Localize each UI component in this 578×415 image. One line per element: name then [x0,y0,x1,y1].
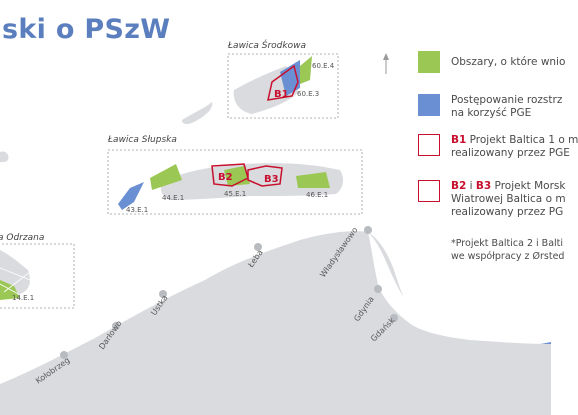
legend-baltica1-line2: realizowany przez PGE [451,147,570,159]
label-46e1: 46.E.1 [306,191,328,199]
label-lawica-srodkowa: Ławica Środkowa [227,39,306,51]
city-dot-icon [60,351,68,359]
north-arrow-icon [383,53,389,74]
box-srodkowa [227,53,339,119]
label-b2: B2 [218,172,233,183]
block-14e1 [0,280,20,300]
city-dot-icon [112,322,120,330]
project-b2-outline [211,163,249,187]
project-b3-outline [247,165,283,187]
city-dot-icon [374,285,382,293]
label-lawica-odrzana: a Odrzana [0,233,44,243]
legend-swatch-blue [418,94,440,116]
city-dot-icon [254,243,262,251]
block-43e1 [118,182,144,210]
label-43e1: 43.E.1 [126,206,148,214]
label-lawica-slupska: Ławica Słupska [107,135,177,145]
islet-left [0,151,9,163]
label-60e3: 60.E.3 [297,90,319,98]
block-14e1-lines [0,267,31,297]
footnote-line1: *Projekt Baltica 2 i Balti [451,238,564,249]
footnote-line2: we współpracy z Ørsted [451,251,565,262]
legend-code-b1: B1 [451,134,467,146]
mainland [0,231,551,415]
block-46e1 [296,172,330,188]
city-dot-icon [390,314,398,322]
label-14e1: 14.E.1 [12,294,34,302]
legend-text-applied-areas: Obszary, o które wnio [451,56,566,68]
label-60e4: 60.E.4 [312,62,335,70]
legend-swatch-red-outline [418,134,440,156]
city-dot-icon [364,226,372,234]
legend-text-baltica1: B1 Projekt Baltica 1 o m realizowany prz… [451,134,578,160]
legend-code-b3: B3 [475,180,492,192]
box-odrzana [0,243,75,309]
label-b3: B3 [264,174,279,185]
legend-code-b2: B2 [451,180,467,192]
page-title: ski o PSzW [2,14,171,45]
hel-peninsula [368,232,404,298]
block-60e4 [300,56,312,84]
legend-text-procedure: Postępowanie rozstrz na korzyść PGE [451,94,562,120]
label-45e1: 45.E.1 [224,190,246,198]
legend-swatch-green [418,51,440,73]
city-dot-icon [159,290,167,298]
map-canvas: Ławica Środkowa Ławica Słupska a Odrzana… [0,39,551,415]
legend-procedure-line2: na korzyść PGE [451,107,532,119]
bank-srodkowa-small [182,102,213,125]
legend-text-baltica23: B2 i B3 Projekt Morsk Wiatrowej Baltica … [451,180,566,219]
legend-baltica23-line2: Wiatrowej Baltica o m [451,193,566,205]
legend-swatch-red-outline-2 [418,180,440,202]
footnote: *Projekt Baltica 2 i Balti we współpracy… [451,237,564,263]
legend-baltica1-line1: Projekt Baltica 1 o m [466,134,578,146]
block-44e1 [150,164,182,190]
label-44e1: 44.E.1 [162,194,184,202]
project-b1-outline [267,64,299,101]
label-b1: B1 [274,89,289,100]
box-slupska [107,149,363,215]
legend-procedure-line1: Postępowanie rozstrz [451,94,563,106]
legend-baltica23-line3: realizowany przez PG [451,206,564,218]
legend-and: i [466,180,476,192]
legend-baltica23-line1: Projekt Morsk [491,180,566,192]
